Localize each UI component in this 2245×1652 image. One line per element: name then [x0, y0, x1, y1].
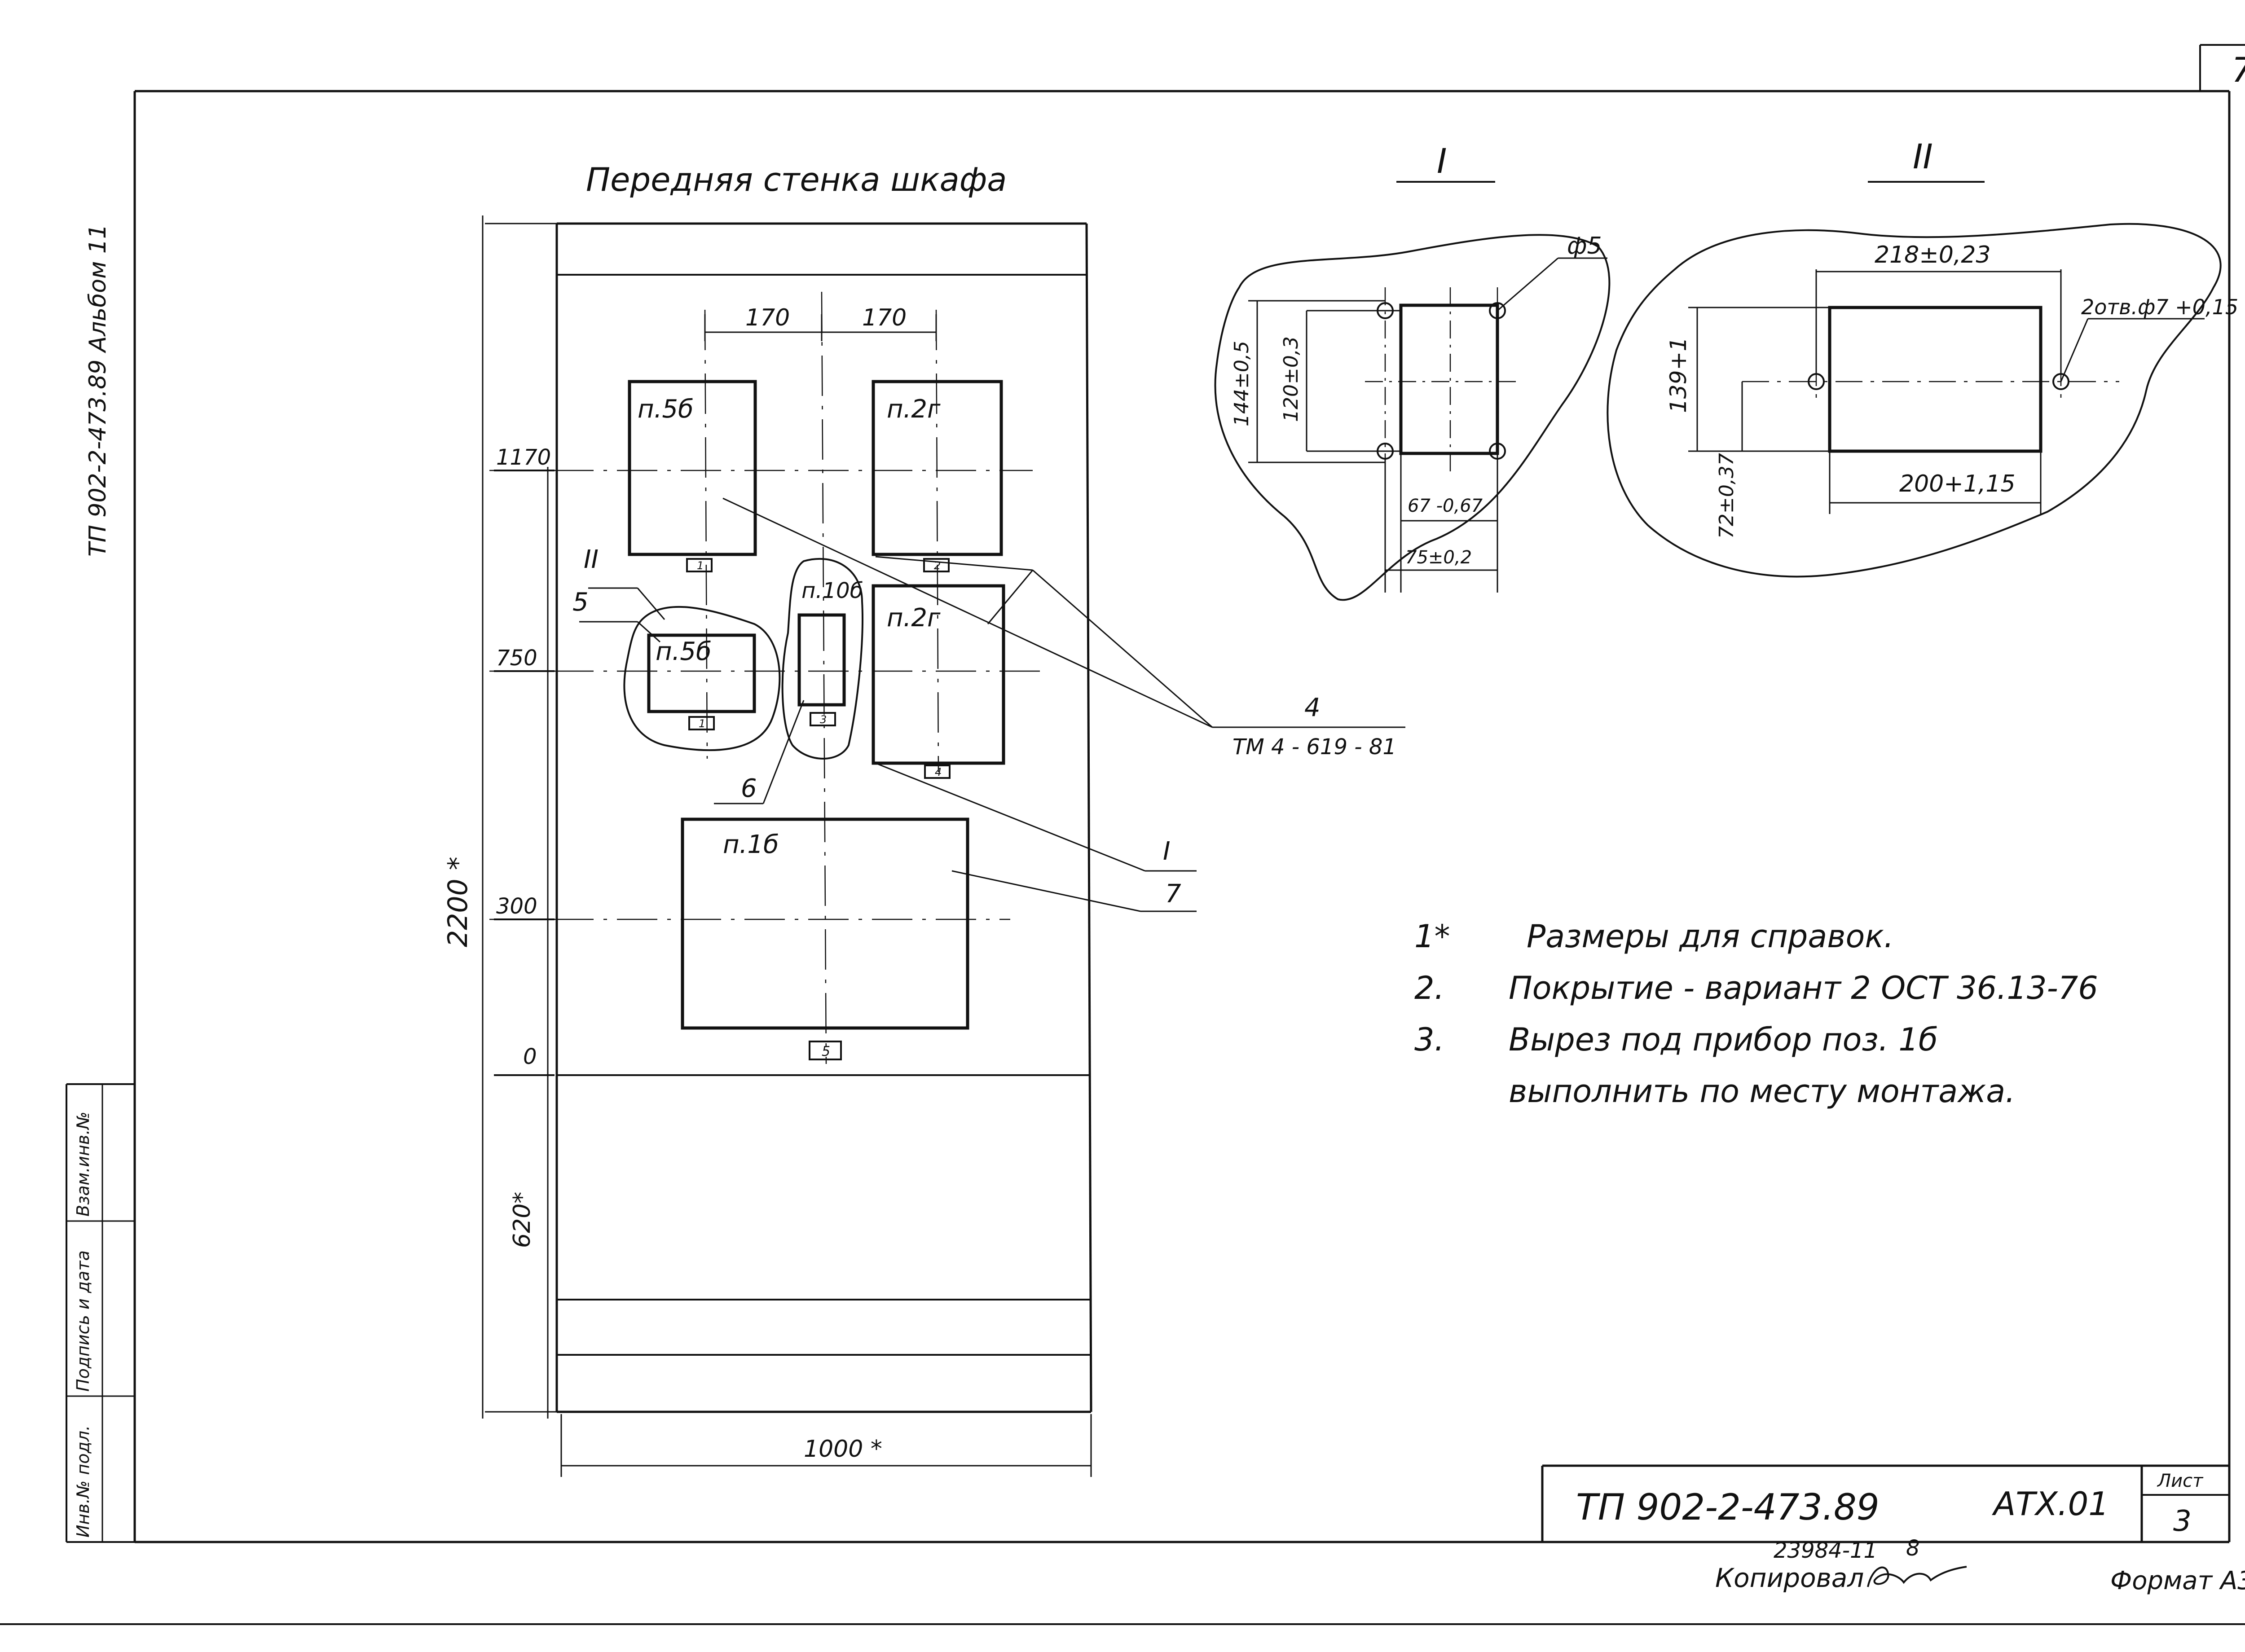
callout-labels: II 5 6 4 ТМ 4 - 619 - 81 I 7: [572, 545, 1396, 909]
notes: 1* Размеры для справок. 2. Покрытие - ва…: [1414, 918, 2098, 1110]
detail-ii-dim-outer-v: 139+1: [1665, 337, 1691, 413]
sheet-frame: [0, 44, 2245, 1625]
note-3-num: 3.: [1414, 1021, 1444, 1058]
note-1-text: Размеры для справок.: [1527, 918, 1894, 955]
title-list-number: 3: [2173, 1505, 2192, 1538]
panel-cutouts: [628, 380, 1005, 1030]
height-dimensions: [482, 215, 557, 1419]
callout-7: 7: [1165, 879, 1181, 909]
label-p5b-mid: п.5б: [656, 637, 712, 666]
level-marks: 1170 750 300 0: [494, 445, 555, 1076]
detail-i-dim-outer-h: 75±0,2: [1405, 547, 1472, 568]
tag-5: 4: [935, 766, 942, 778]
note-2-num: 2.: [1414, 970, 1444, 1006]
detail-i-label: I: [1437, 141, 1447, 181]
label-p1b: п.1б: [723, 830, 779, 859]
album-code: ТП 902-2-473.89 Альбом 11: [84, 224, 111, 557]
detail-i-dim-outer-v: 144±0,5: [1230, 341, 1253, 426]
center-axes: [489, 291, 1046, 1064]
spacing-right: 170: [862, 304, 907, 331]
level-0: 0: [523, 1044, 537, 1069]
footer: 23984-11 8 Копировал Формат А3: [1715, 1536, 2245, 1595]
level-300: 300: [496, 894, 537, 919]
stamp-replace-label: Взам.инв.№: [73, 1112, 93, 1217]
level-1170: 1170: [496, 445, 551, 470]
detail-i: I ф5 144±0,5 120±0,3 67 -0,67 75±0,2: [1214, 141, 1611, 601]
detail-zones: [623, 558, 863, 760]
label-p5b-top: п.5б: [638, 395, 694, 424]
footer-copied-label: Копировал: [1715, 1563, 1864, 1593]
cabinet-outline: [555, 222, 1092, 1413]
footer-copy-number: 8: [1906, 1536, 1920, 1561]
callout-lines: [579, 497, 1405, 912]
detail-ii: II 218±0,23 2отв.ф7 +0,15 139+1 72±0,37 …: [1607, 136, 2238, 578]
title-code: АТХ.01: [1992, 1485, 2109, 1523]
level-750: 750: [496, 646, 537, 671]
side-stamp: ТП 902-2-473.89 Альбом 11 Инв.№ подл. По…: [66, 224, 135, 1543]
title-list-label: Лист: [2157, 1471, 2204, 1491]
detail-ii-dim-bottom: 200+1,15: [1899, 470, 2016, 497]
callout-tm: ТМ 4 - 619 - 81: [1233, 734, 1396, 760]
main-view-title: Передняя стенка шкафа: [586, 161, 1007, 198]
note-3-text: Вырез под прибор поз. 1б: [1509, 1021, 1938, 1058]
stamp-inv-label: Инв.№ подл.: [73, 1425, 93, 1538]
overall-height: 2200 *: [442, 857, 474, 947]
callout-4: 4: [1304, 693, 1321, 722]
overall-width: 1000 *: [804, 1436, 882, 1463]
detail-i-dim-inner-h: 67 -0,67: [1408, 496, 1483, 516]
detail-ii-label: II: [1913, 136, 1933, 176]
callout-zone-ii: II: [584, 545, 599, 574]
detail-ii-dim-top: 218±0,23: [1875, 242, 1991, 268]
detail-i-dim-inner-v: 120±0,3: [1280, 336, 1303, 422]
tag-4: 3: [820, 713, 827, 726]
width-dimension: [560, 1414, 1092, 1477]
label-p2g-top: п.2г: [887, 395, 941, 424]
footer-format: Формат А3: [2110, 1566, 2245, 1595]
callout-5: 5: [572, 588, 589, 617]
tag-3: 1: [699, 717, 705, 730]
spacing-left: 170: [745, 304, 790, 331]
sheet-number: 7: [2232, 50, 2245, 90]
note-3-cont: выполнить по месту монтажа.: [1509, 1073, 2015, 1110]
callout-6: 6: [741, 774, 757, 803]
detail-i-hole: ф5: [1567, 233, 1602, 259]
nameplate-tags: 1 2 1 3 4 5: [686, 558, 951, 1060]
tag-1: 1: [697, 559, 704, 572]
spacing-dimension: 170 170: [704, 304, 937, 341]
copier-signature: [1867, 1566, 1967, 1587]
panel-labels: п.5б п.2г п.5б п.10б п.2г п.1б: [638, 395, 941, 859]
detail-ii-dim-half-v: 72±0,37: [1715, 453, 1738, 539]
note-1-num: 1*: [1414, 918, 1450, 955]
title-block: ТП 902-2-473.89 АТХ.01 Лист 3: [1541, 1464, 2229, 1542]
detail-ii-holes: 2отв.ф7 +0,15: [2081, 295, 2238, 319]
footer-order-number: 23984-11: [1774, 1538, 1877, 1563]
base-height: 620*: [509, 1192, 536, 1248]
note-2-text: Покрытие - вариант 2 ОСТ 36.13-76: [1509, 970, 2098, 1006]
label-p2g-mid: п.2г: [887, 603, 941, 633]
stamp-sign-label: Подпись и дата: [73, 1250, 93, 1392]
tag-6: 5: [822, 1044, 830, 1059]
callout-zone-i: I: [1163, 837, 1171, 866]
title-doc-number: ТП 902-2-473.89: [1576, 1486, 1880, 1528]
label-p10b: п.10б: [801, 578, 863, 603]
